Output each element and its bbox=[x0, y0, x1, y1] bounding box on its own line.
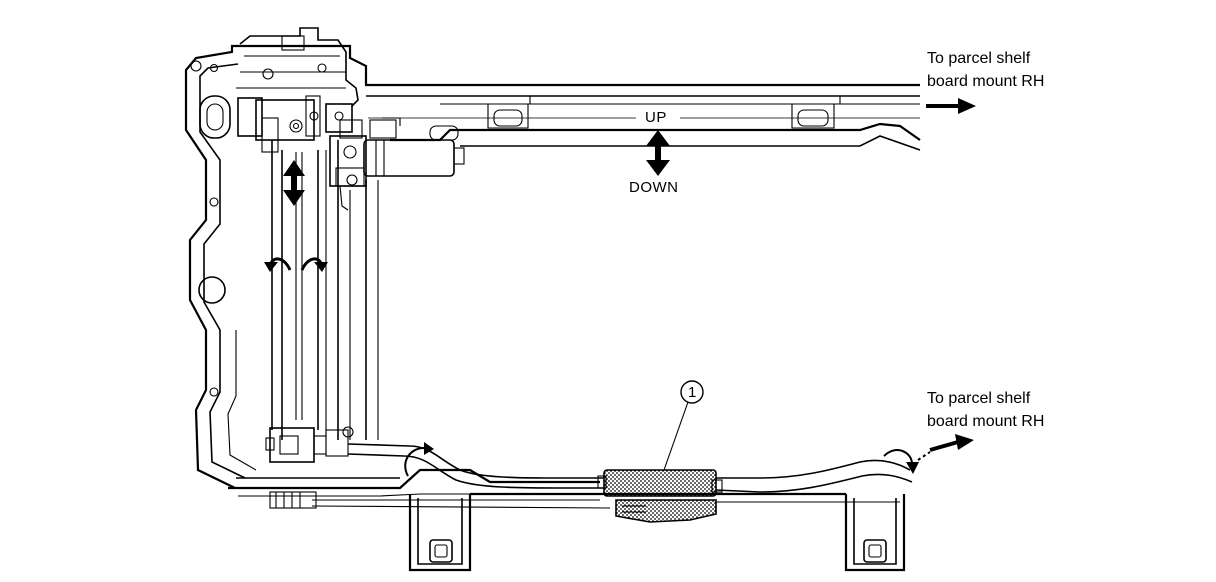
curved-arrow-icon bbox=[264, 257, 292, 272]
arrow-right-icon bbox=[926, 98, 976, 114]
curved-arrow-icon bbox=[404, 442, 434, 477]
up-label: UP bbox=[645, 109, 667, 126]
top-callout-line1: To parcel shelf bbox=[927, 50, 1031, 67]
double-arrow-vertical-icon bbox=[646, 130, 670, 176]
down-label: DOWN bbox=[629, 179, 679, 196]
part-number-label: 1 bbox=[688, 384, 697, 401]
curved-arrow-icon bbox=[300, 257, 328, 272]
top-callout-line2: board mount RH bbox=[927, 73, 1045, 90]
part-1-module bbox=[597, 469, 723, 523]
bottom-callout-line2: board mount RH bbox=[927, 413, 1045, 430]
lower-connector bbox=[265, 426, 354, 509]
part-1-circle bbox=[680, 380, 704, 404]
double-arrow-vertical-icon bbox=[283, 160, 305, 206]
vertical-guide-rails bbox=[271, 140, 379, 440]
arrow-right-icon bbox=[917, 434, 974, 461]
left-frame-panel bbox=[184, 44, 920, 497]
part-1-leader bbox=[663, 401, 689, 471]
bottom-brackets bbox=[408, 492, 906, 572]
curved-arrow-icon bbox=[883, 449, 919, 474]
upper-rail bbox=[366, 95, 921, 151]
bottom-callout-line1: To parcel shelf bbox=[927, 390, 1031, 407]
